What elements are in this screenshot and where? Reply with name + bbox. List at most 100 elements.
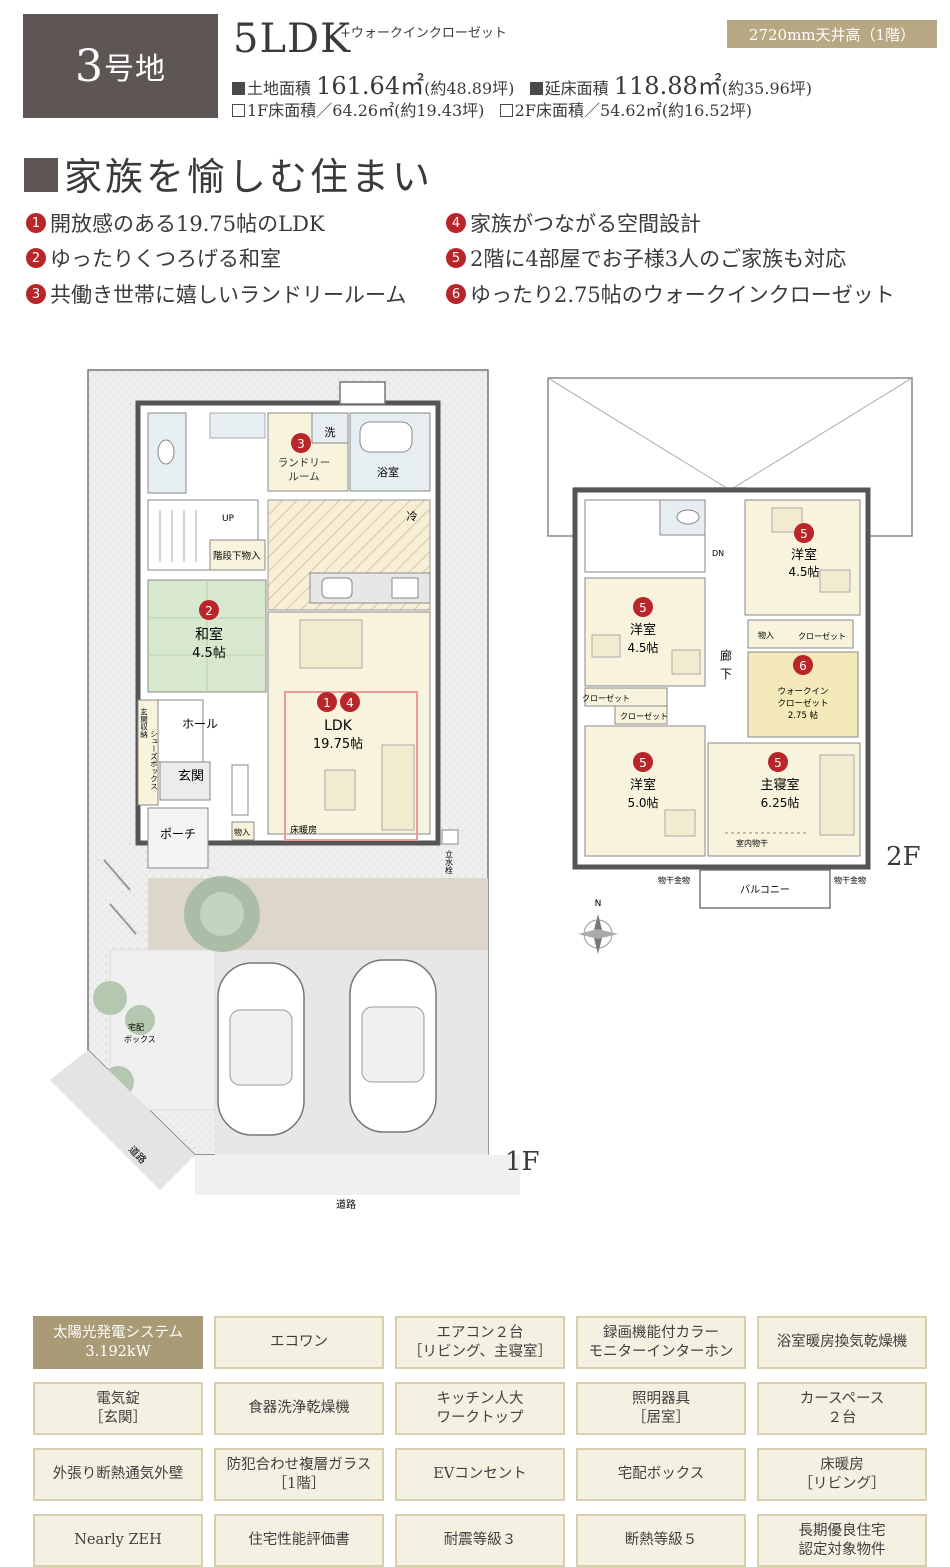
marker-5-text: 5: [774, 756, 782, 770]
monoire-label-1f: 物入: [234, 827, 250, 837]
marker-6-text: 6: [799, 659, 807, 673]
toilet-icon: [157, 439, 175, 465]
feature-text: 2階に4部屋でお子様3人のご家族も対応: [470, 247, 847, 271]
marker-5: [633, 597, 653, 617]
dn-label: DN: [712, 549, 724, 558]
bathtub-icon: [359, 421, 413, 453]
equipment-item: エコワン: [214, 1316, 384, 1369]
number-marker-icon: 5: [446, 248, 466, 268]
shrub-icon: [125, 1005, 155, 1035]
room-b-size: 4.5帖: [627, 640, 658, 655]
compass-icon: N: [578, 899, 618, 954]
equipment-item: 防犯合わせ複層ガラス ［1階］: [214, 1448, 384, 1501]
road-diagonal: [50, 1050, 195, 1190]
washitsu-label: 和室: [195, 626, 223, 643]
area-row-floors: 1F床面積／64.26㎡(約19.43坪) 2F床面積／54.62㎡(約16.5…: [232, 97, 752, 121]
room-c-size: 5.0帖: [627, 795, 658, 810]
genkan-label: 玄関: [178, 769, 204, 784]
marker-1-text: 1: [323, 696, 331, 710]
f2-area: 2F床面積／54.62㎡(約16.52坪): [514, 101, 753, 120]
porch-label: ポーチ: [160, 827, 196, 841]
road-label-bottom: 道路: [336, 1198, 356, 1210]
shrub-icon: [93, 981, 127, 1015]
corridor-label: 廊: [720, 648, 732, 663]
balcony-label: バルコニー: [740, 884, 790, 896]
marker-2: [199, 600, 219, 620]
marker-4-text: 4: [346, 696, 354, 710]
car-icon: [217, 962, 305, 1136]
wash-label: 洗: [325, 426, 336, 439]
sink-icon: [321, 577, 353, 599]
equipment-item: 食器洗浄乾燥機: [214, 1382, 384, 1435]
equipment-item: 照明器具 ［居室］: [576, 1382, 746, 1435]
car-icon: [349, 959, 437, 1133]
land-area-label: 土地面積: [247, 79, 312, 98]
feature-text: 開放感のある19.75帖のLDK: [50, 212, 325, 236]
under-stair-label: 階段下物入: [213, 550, 261, 562]
under-stair-storage: [209, 539, 266, 571]
genkan-area: [159, 761, 211, 801]
equipment-item: 外張り断熱通気外壁: [33, 1448, 203, 1501]
bed-icon: [819, 754, 855, 836]
faucet-label: 立水栓: [445, 849, 454, 875]
equipment-item: 耐震等級３: [395, 1514, 565, 1567]
marker-5: [794, 523, 814, 543]
delivery-box-label-2: ボックス: [124, 1035, 156, 1044]
monoire-label-2f: 物入: [758, 630, 774, 640]
square-mark-icon: [24, 158, 58, 192]
marker-3-text: 3: [297, 437, 305, 451]
shoes-box-label: シューズボックス: [149, 730, 158, 790]
number-marker-icon: 3: [26, 284, 46, 304]
toilet-icon-2f: [676, 509, 700, 525]
equipment-item: 床暖房 ［リビング］: [757, 1448, 927, 1501]
stove-icon: [391, 577, 419, 599]
square-outline-icon: [232, 104, 245, 117]
equipment-item: 断熱等級５: [576, 1514, 746, 1567]
up-label: UP: [222, 514, 235, 524]
equipment-item: 録画機能付カラー モニターインターホン: [576, 1316, 746, 1369]
square-filled-icon: [232, 82, 245, 95]
closet-c: [614, 705, 668, 725]
room-a-size: 4.5帖: [788, 564, 819, 579]
genkan-storage-label: 玄関収納: [139, 707, 148, 740]
faucet-icon: [441, 829, 459, 845]
north-label: N: [595, 899, 602, 909]
coffee-table: [324, 769, 356, 811]
vanity: [209, 412, 266, 439]
room-c-label: 洋室: [630, 777, 656, 793]
monoire-1f: [231, 821, 255, 841]
square-filled-icon: [529, 82, 543, 95]
fridge-label: 冷: [407, 510, 418, 523]
dining-table: [299, 619, 363, 669]
equipment-item: 住宅性能評価書: [214, 1514, 384, 1567]
corridor-label-2: 下: [720, 667, 732, 681]
wic-label-1: ウォークイン: [777, 687, 828, 697]
marker-6: [793, 655, 813, 675]
floor-1-plan: 3 ランドリー ルーム 洗 浴室 冷 UP 階段下物入 2 和室 4.5帖 1 …: [50, 369, 520, 1210]
equipment-item: EVコンセント: [395, 1448, 565, 1501]
desk-icon: [671, 649, 701, 675]
marker-5-text: 5: [800, 527, 808, 541]
floor-heating-label: 床暖房: [290, 824, 317, 836]
equipment-item: カースペース ２台: [757, 1382, 927, 1435]
floor-2-plan: DN 5 洋室 4.5帖 5 洋室 4.5帖 5 洋室 5.0帖 5 主寝室 6…: [547, 377, 913, 954]
marker-4: [340, 692, 360, 712]
bath-label: 浴室: [377, 465, 399, 479]
land-area-value: 161.64㎡: [316, 72, 425, 100]
equipment-item: 長期優良住宅 認定対象物件: [757, 1514, 927, 1567]
f1-area: 1F床面積／64.26㎡(約19.43坪): [247, 101, 485, 120]
delivery-box-label-1: 宅配: [128, 1022, 144, 1032]
closet-label-b: クローゼット: [582, 693, 630, 703]
tv-board: [231, 764, 249, 816]
concept-text: 家族を愉しむ住まい: [64, 155, 434, 199]
marker-5: [633, 752, 653, 772]
ldk-label: LDK: [324, 718, 353, 734]
closet-a: [747, 619, 854, 649]
hanger-label-left: 物干金物: [658, 875, 690, 885]
